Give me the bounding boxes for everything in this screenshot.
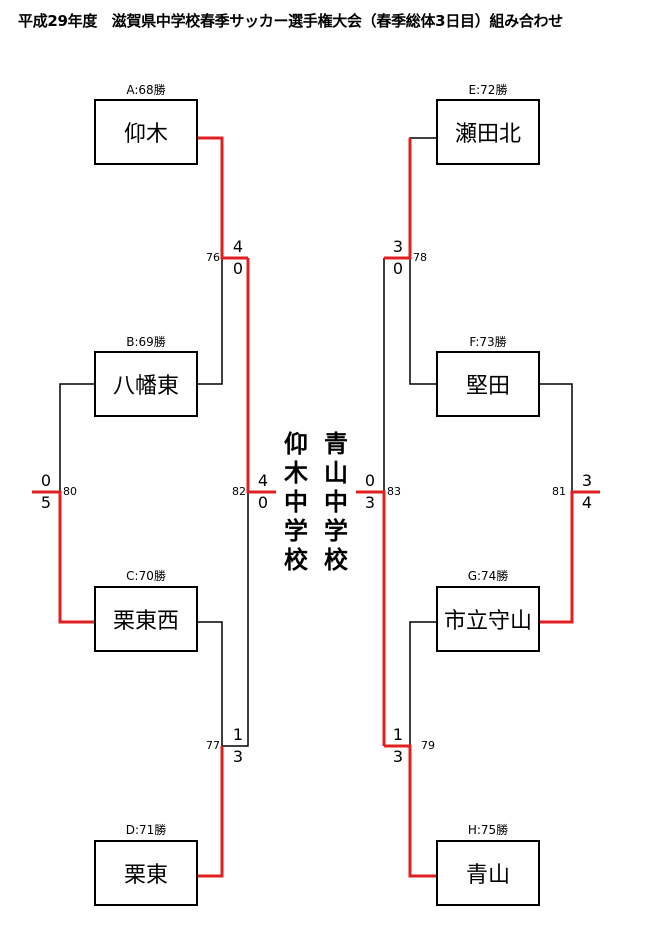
line-b-to-80	[59, 383, 94, 492]
team-name-b: 八幡東	[112, 374, 179, 399]
seed-label-e: E:72勝	[468, 83, 508, 97]
game-number-76: 76	[206, 251, 220, 264]
team-box-c: 栗東西	[94, 586, 198, 652]
seed-label-f: F:73勝	[469, 335, 507, 349]
path-e-win-78	[384, 138, 412, 260]
bracket-lines-black	[59, 137, 573, 747]
page-title: 平成29年度 滋賀県中学校春季サッカー選手権大会（春季総体3日目）組み合わせ	[18, 12, 563, 30]
team-box-b: 八幡東	[94, 351, 198, 417]
line-b-to-76	[196, 258, 223, 385]
score-78-top: 3	[392, 237, 404, 256]
game-number-79: 79	[421, 739, 435, 752]
path-d-win-77	[196, 746, 224, 878]
score-76-bottom: 0	[232, 259, 244, 278]
game-number-81: 81	[552, 485, 566, 498]
team-name-c: 栗東西	[112, 609, 179, 634]
team-name-a: 仰木	[123, 122, 168, 147]
game-number-78: 78	[413, 251, 427, 264]
seed-label-a: A:68勝	[126, 83, 166, 97]
team-box-a: 仰木	[94, 99, 198, 165]
bracket-lines-red	[32, 136, 600, 878]
line-g-to-79	[409, 621, 436, 746]
game-number-77: 77	[206, 739, 220, 752]
line-f-to-78	[409, 258, 436, 385]
score-77-top: 1	[232, 725, 244, 744]
seed-label-g: G:74勝	[467, 569, 509, 583]
path-76-win-82	[246, 258, 276, 494]
path-h-win-79	[384, 744, 436, 878]
path-83	[356, 490, 386, 746]
score-77-bottom: 3	[232, 747, 244, 766]
path-c-win-80	[32, 490, 94, 624]
score-82-bottom: 0	[257, 493, 269, 512]
seed-label-b: B:69勝	[126, 335, 166, 349]
team-name-f: 堅田	[465, 374, 510, 399]
score-76-top: 4	[232, 237, 244, 256]
line-f-to-81	[540, 383, 573, 492]
path-g-win-81	[540, 490, 600, 624]
team-name-g: 市立守山	[443, 609, 532, 634]
seed-label-d: D:71勝	[125, 823, 167, 837]
game-number-83: 83	[387, 485, 401, 498]
winner-left: 仰木中学校	[284, 430, 308, 574]
score-83-bottom: 3	[364, 493, 376, 512]
team-name-h: 青山	[465, 863, 510, 888]
score-79-bottom: 3	[392, 747, 404, 766]
line-77-to-82	[222, 492, 249, 747]
score-81-top: 3	[581, 471, 593, 490]
team-box-e: 瀬田北	[436, 99, 540, 165]
score-83-top: 0	[364, 471, 376, 490]
seed-label-h: H:75勝	[467, 823, 509, 837]
score-81-bottom: 4	[581, 493, 593, 512]
team-name-e: 瀬田北	[454, 122, 521, 147]
score-82-top: 4	[257, 471, 269, 490]
score-79-top: 1	[392, 725, 404, 744]
game-number-80: 80	[63, 485, 77, 498]
team-box-f: 堅田	[436, 351, 540, 417]
score-80-top: 0	[40, 471, 52, 490]
seed-label-c: C:70勝	[126, 569, 166, 583]
team-name-d: 栗東	[123, 863, 168, 888]
winner-right: 青山中学校	[324, 430, 348, 574]
game-number-82: 82	[232, 485, 246, 498]
path-a-win-76	[196, 136, 248, 260]
line-d-to-77	[196, 621, 223, 746]
team-box-d: 栗東	[94, 840, 198, 906]
team-box-h: 青山	[436, 840, 540, 906]
score-78-bottom: 0	[392, 259, 404, 278]
line-e-to-78	[409, 137, 436, 258]
score-80-bottom: 5	[40, 493, 52, 512]
team-box-g: 市立守山	[436, 586, 540, 652]
